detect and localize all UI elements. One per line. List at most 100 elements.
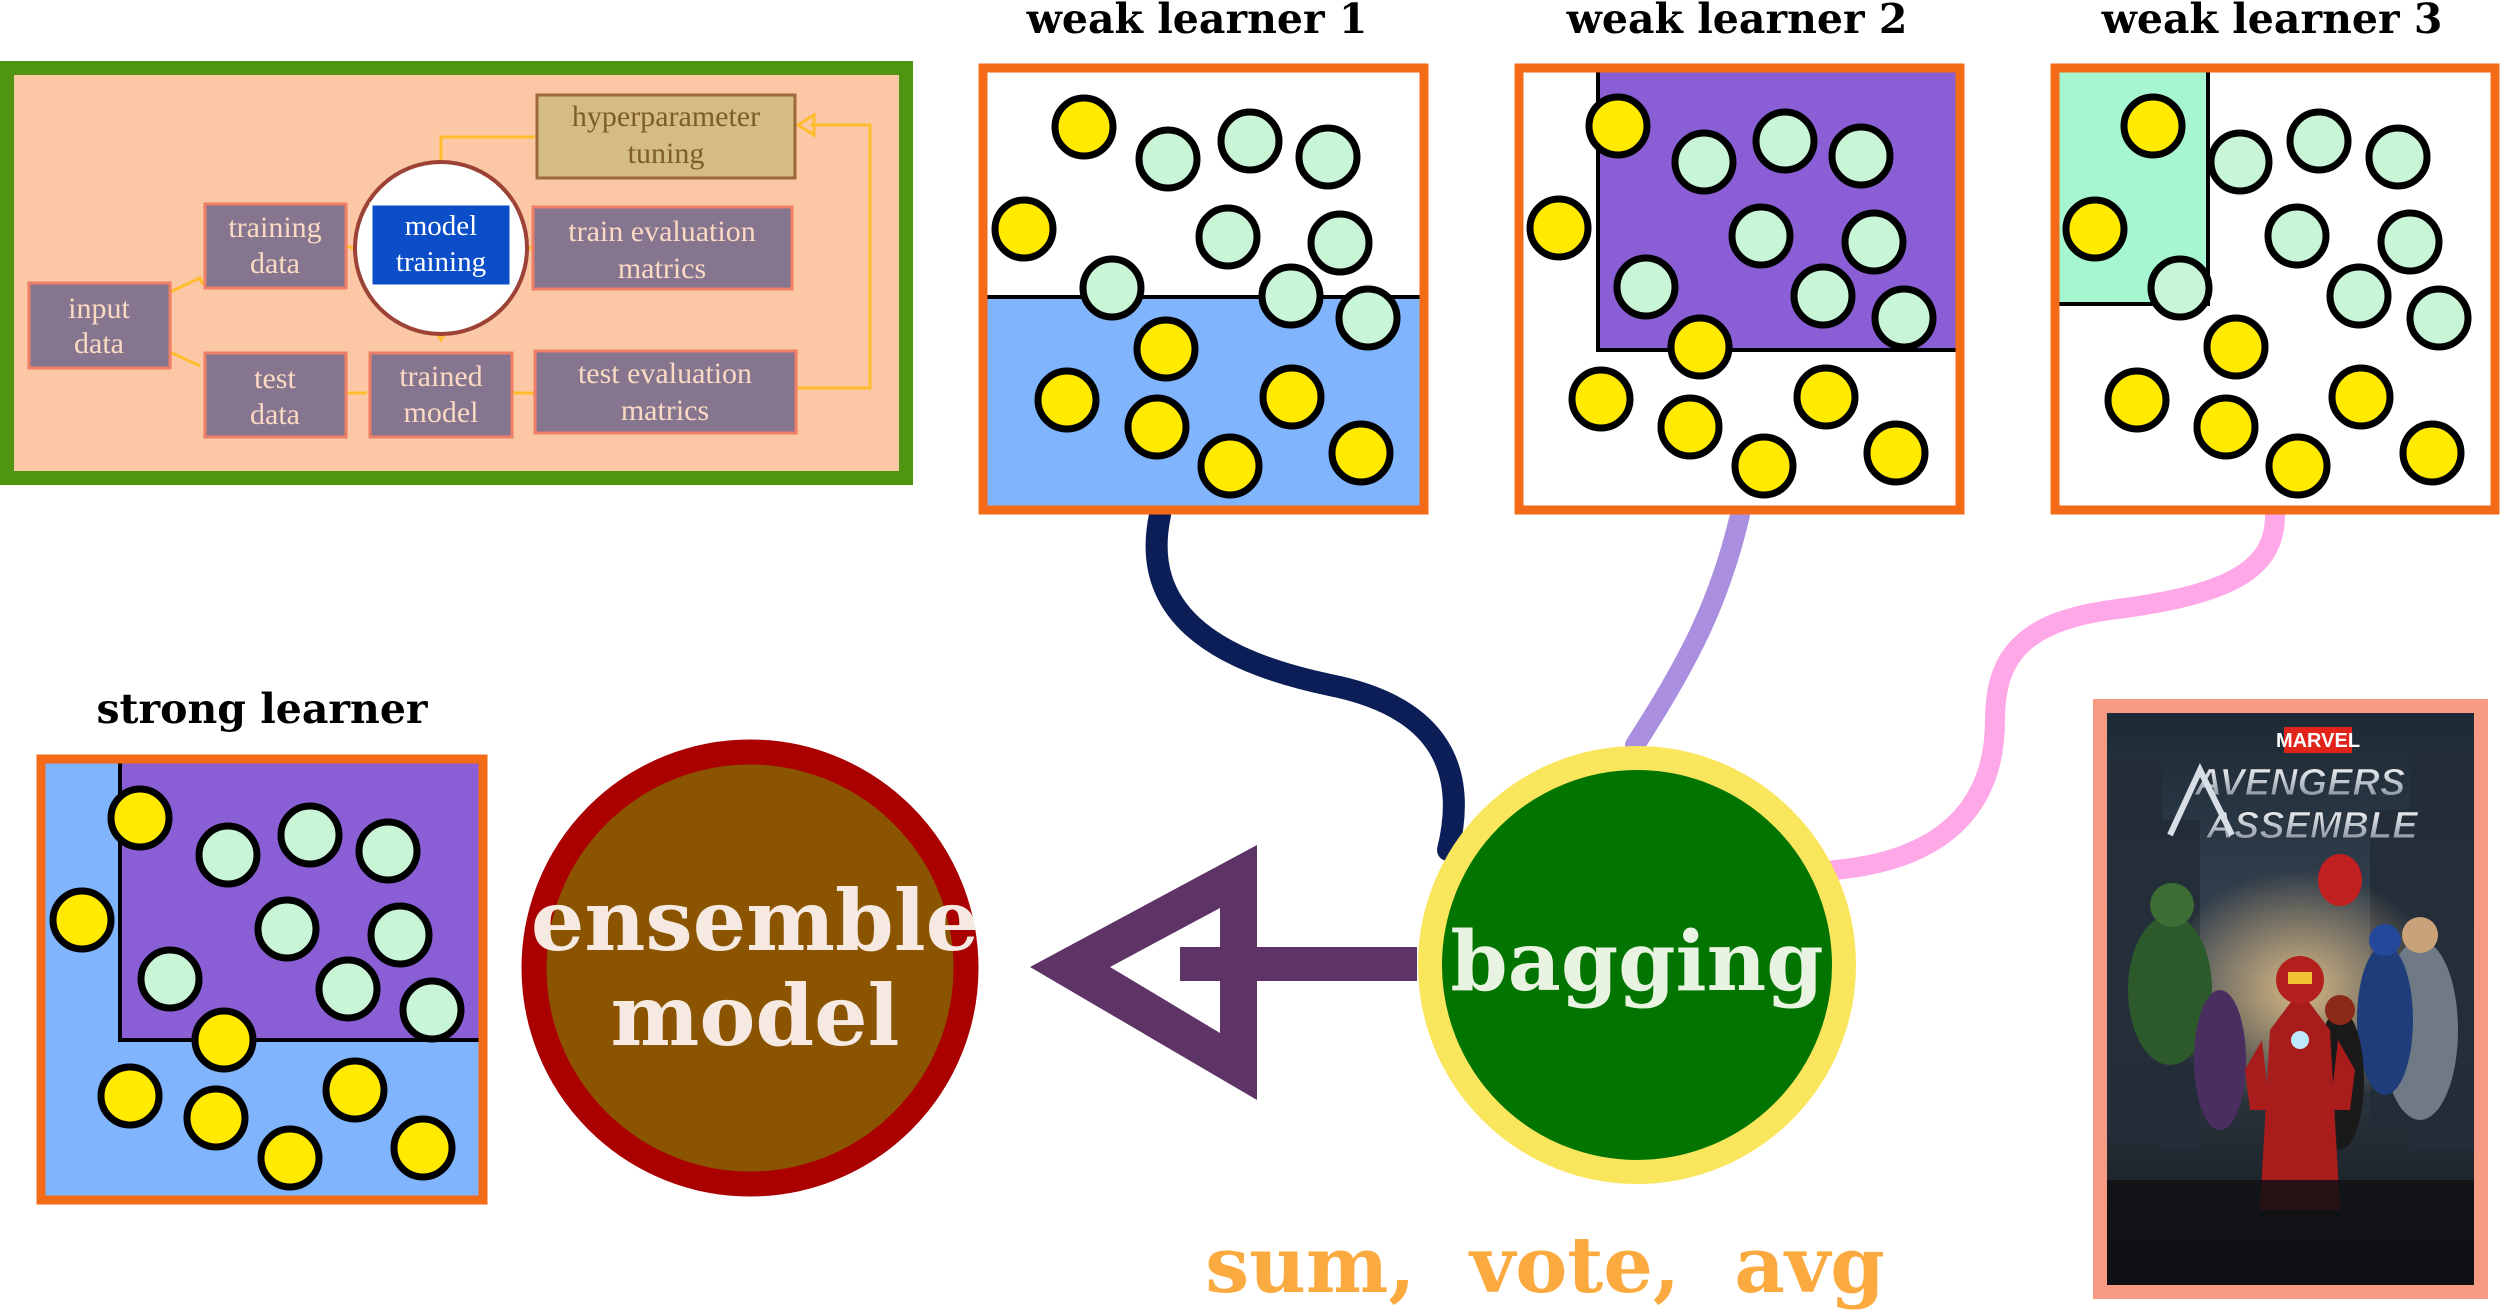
yellow-dot xyxy=(1568,366,1634,432)
green-dot xyxy=(399,977,465,1043)
node-trained-model-line1: trained xyxy=(399,360,482,393)
yellow-dot xyxy=(1328,420,1394,486)
poster-ground xyxy=(2107,1180,2474,1285)
ensemble-label-line2: model xyxy=(611,966,900,1065)
node-training-data: training data xyxy=(203,202,348,290)
poster-title-line2: ASSEMBLE xyxy=(2205,805,2419,847)
workflow-panel: input data training data test data model… xyxy=(0,61,913,485)
green-dot xyxy=(254,896,320,962)
yellow-dot xyxy=(1051,94,1117,160)
green-dot xyxy=(1728,203,1794,269)
connection-learner-3 xyxy=(1825,505,2285,880)
yellow-dot xyxy=(107,785,173,851)
green-dot xyxy=(2147,255,2213,321)
green-dot xyxy=(1307,210,1373,276)
green-dot xyxy=(1871,285,1937,351)
yellow-dot xyxy=(1731,433,1797,499)
aggregate-arrow xyxy=(1030,845,1417,1100)
green-dot xyxy=(315,956,381,1022)
yellow-dot xyxy=(1259,364,1325,430)
green-dot xyxy=(2264,203,2330,269)
weak-learner-2-panel xyxy=(1514,63,1965,515)
green-dot xyxy=(137,946,203,1012)
yellow-dot xyxy=(2104,367,2170,433)
node-train-evaluation-line2: matrics xyxy=(618,252,706,285)
poster-brand: MARVEL xyxy=(2276,730,2360,752)
weak-learner-2-frame xyxy=(1514,63,1965,515)
yellow-dot xyxy=(1667,314,1733,380)
weak-learner-1-title: weak learner 1 xyxy=(1026,0,1368,43)
yellow-dot xyxy=(1034,367,1100,433)
green-dot xyxy=(1195,204,1261,270)
yellow-dot xyxy=(1793,364,1859,430)
weak-learner-3-frame xyxy=(2050,63,2500,515)
node-input-data: input data xyxy=(27,281,172,370)
node-test-data-line1: test xyxy=(254,362,296,395)
ensemble-model-node: ensemble model xyxy=(521,739,979,1197)
connection-learner-2 xyxy=(1625,505,1750,755)
weak-learner-3-panel xyxy=(2050,63,2500,515)
yellow-dot xyxy=(2120,93,2186,159)
node-test-data: test data xyxy=(203,351,348,439)
ensemble-label-line1: ensemble xyxy=(531,871,979,970)
yellow-dot xyxy=(2328,364,2394,430)
green-dot xyxy=(1841,209,1907,275)
weak-learner-2-dots xyxy=(1526,93,1937,499)
green-dot xyxy=(1258,263,1324,329)
yellow-dot xyxy=(1124,394,1190,460)
learner-connections xyxy=(1145,504,2285,880)
green-dot xyxy=(1335,285,1401,351)
poster-title-line1: AVENGERS xyxy=(2194,762,2405,804)
weak-learner-3-dots xyxy=(2062,93,2472,499)
yellow-dot xyxy=(2203,314,2269,380)
yellow-dot xyxy=(322,1057,388,1123)
node-model-training-line2: training xyxy=(396,246,486,278)
green-dot xyxy=(195,822,261,888)
node-train-evaluation-line1: train evaluation xyxy=(568,215,755,248)
yellow-dot xyxy=(991,196,1057,262)
node-training-data-line1: training xyxy=(228,211,321,244)
yellow-dot xyxy=(97,1063,163,1129)
yellow-dot xyxy=(2265,433,2331,499)
green-dot xyxy=(2365,124,2431,190)
node-input-data-line2: data xyxy=(74,327,124,360)
green-dot xyxy=(355,818,421,884)
strong-learner-frame xyxy=(36,754,488,1205)
green-dot xyxy=(2326,263,2392,329)
yellow-dot xyxy=(1526,195,1592,261)
strong-learner-panel xyxy=(36,754,488,1205)
yellow-dot xyxy=(183,1085,249,1151)
bagging-label: bagging xyxy=(1450,914,1823,1010)
weak-learner-1-frame xyxy=(978,63,1429,515)
node-hyperparameter-line1: hyperparameter xyxy=(572,100,760,133)
yellow-dot xyxy=(191,1007,257,1073)
yellow-dot xyxy=(1585,93,1651,159)
yellow-dot xyxy=(1197,433,1263,499)
aggregation-label: sum, vote, avg xyxy=(1205,1220,1885,1310)
node-trained-model: trained model xyxy=(368,351,514,439)
node-trained-model-line2: model xyxy=(404,396,479,429)
green-dot xyxy=(367,902,433,968)
green-dot xyxy=(277,802,343,868)
green-dot xyxy=(1613,254,1679,320)
strong-learner-dots xyxy=(49,785,465,1191)
green-dot xyxy=(1671,129,1737,195)
yellow-dot xyxy=(1657,394,1723,460)
green-dot xyxy=(1135,126,1201,192)
green-dot xyxy=(2286,108,2352,174)
green-dot xyxy=(1295,124,1361,190)
green-dot xyxy=(1790,263,1856,329)
node-training-data-line2: data xyxy=(250,247,300,280)
weak-learner-3-title: weak learner 3 xyxy=(2101,0,2443,43)
yellow-dot xyxy=(1133,316,1199,382)
yellow-dot xyxy=(2193,394,2259,460)
connection-learner-1 xyxy=(1145,504,1465,861)
weak-learner-2-title: weak learner 2 xyxy=(1566,0,1908,43)
weak-learner-1-panel xyxy=(978,63,1429,515)
poster-brand-box xyxy=(2284,727,2352,753)
node-hyperparameter-tuning: hyperparameter tuning xyxy=(535,93,797,180)
node-test-data-line2: data xyxy=(250,398,300,431)
green-dot xyxy=(1217,108,1283,174)
green-dot xyxy=(1079,255,1145,321)
